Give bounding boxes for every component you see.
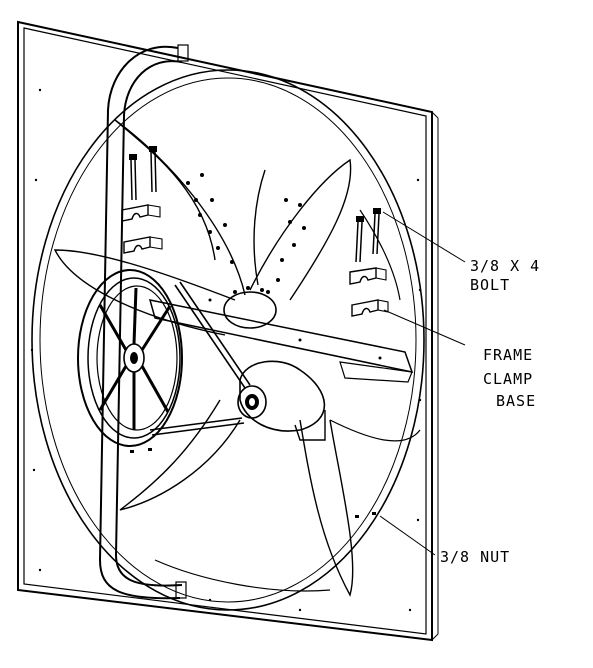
label-bolt-size: 3/8 X 4 <box>470 257 540 275</box>
label-nut: 3/8 NUT <box>440 548 510 566</box>
mounting-frame <box>98 44 189 600</box>
motor <box>237 360 326 441</box>
bolt-left-b <box>149 146 157 193</box>
clamp-right-lower <box>351 299 389 317</box>
support-rail <box>148 298 414 383</box>
bolt-left-a <box>129 154 137 201</box>
frame-clamps <box>121 204 389 317</box>
pulley-wheel <box>77 269 183 447</box>
label-bolt: BOLT <box>470 276 510 294</box>
clamp-left-lower <box>123 236 163 254</box>
clamp-right-upper <box>349 267 387 285</box>
fan-blades <box>53 119 421 597</box>
label-base: BASE <box>496 392 536 410</box>
fan-housing-ring <box>31 69 425 611</box>
label-clamp: CLAMP <box>483 370 533 388</box>
fan-hub <box>223 286 277 329</box>
clamp-left-upper <box>121 204 161 222</box>
nuts <box>130 448 376 518</box>
blade-rivets <box>186 173 306 294</box>
bolt-right-a <box>355 216 364 263</box>
label-frame: FRAME <box>483 346 533 364</box>
bolts <box>129 146 381 263</box>
drive-belt <box>149 281 251 436</box>
leader-lines <box>379 211 466 556</box>
callouts: 3/8 X 4 BOLT FRAME CLAMP BASE 3/8 NUT <box>440 257 540 566</box>
pulley-spokes <box>98 287 172 430</box>
bolt-right-b <box>372 208 381 255</box>
